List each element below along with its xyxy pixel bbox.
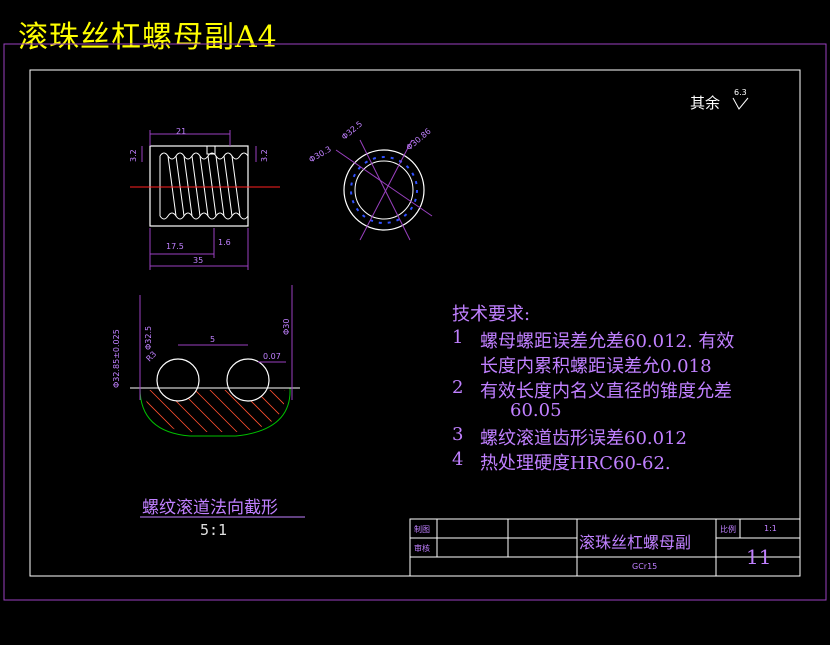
tech-req-1-line-1: 螺母螺距误差允差60.012. 有效 — [480, 331, 735, 352]
roughness-icon — [732, 97, 749, 110]
section-view — [130, 285, 300, 437]
section-view-title: 螺纹滚道法向截形 — [142, 498, 278, 518]
tech-req-1-num: 1 — [452, 327, 464, 348]
tech-req-2-line-1: 有效长度内名义直径的锥度允差 — [480, 381, 732, 402]
tb-material: GCr15 — [632, 562, 658, 571]
section-underline — [140, 516, 305, 518]
tech-req-heading: 技术要求: — [452, 304, 531, 325]
tech-req-4-line-1: 热处理硬度HRC60-62. — [480, 453, 671, 474]
roughness-value: 6.3 — [734, 88, 747, 97]
side-view — [335, 139, 433, 241]
dim-front-left: 3.2 — [129, 149, 138, 162]
tech-req-2-line-2: 60.05 — [510, 400, 562, 421]
roughness-label: 其余 — [690, 94, 721, 112]
dim-front-right: 3.2 — [260, 149, 269, 162]
tech-req-3-line-1: 螺纹滚道齿形误差60.012 — [480, 428, 687, 449]
dim-front-top: 21 — [176, 127, 187, 136]
dim-sec-e: Φ32.85±0.025 — [112, 329, 121, 388]
dim-sec-b: 5 — [210, 335, 216, 344]
dim-sec-d: Φ30 — [282, 318, 291, 335]
dim-sec-c: 0.07 — [263, 352, 281, 361]
tb-scale-label: 比例 — [720, 525, 736, 534]
dim-front-bottom-c: 1.6 — [218, 238, 231, 247]
dim-front-bottom-a: 17.5 — [166, 242, 184, 251]
tb-checked-label: 审核 — [414, 544, 430, 553]
tb-part-name: 滚珠丝杠螺母副 — [579, 533, 692, 552]
tb-scale-value: 1:1 — [764, 524, 777, 533]
section-view-scale: 5:1 — [200, 521, 228, 539]
drawing-title: 滚珠丝杠螺母副A4 — [18, 20, 278, 55]
tech-req-2-num: 2 — [452, 377, 464, 398]
outer-frame — [3, 43, 827, 601]
tech-req-1-line-2: 长度内累积螺距误差允0.018 — [480, 356, 712, 377]
tb-drawing-number: 11 — [746, 545, 772, 569]
tb-drawn-label: 制图 — [414, 525, 430, 534]
dim-front-bottom-b: 35 — [193, 256, 204, 265]
title-block — [409, 518, 801, 577]
dim-sec-a: Φ32.5 — [144, 325, 153, 350]
front-view — [130, 130, 280, 270]
tech-req-4-num: 4 — [452, 449, 464, 470]
tech-req-3-num: 3 — [452, 424, 464, 445]
